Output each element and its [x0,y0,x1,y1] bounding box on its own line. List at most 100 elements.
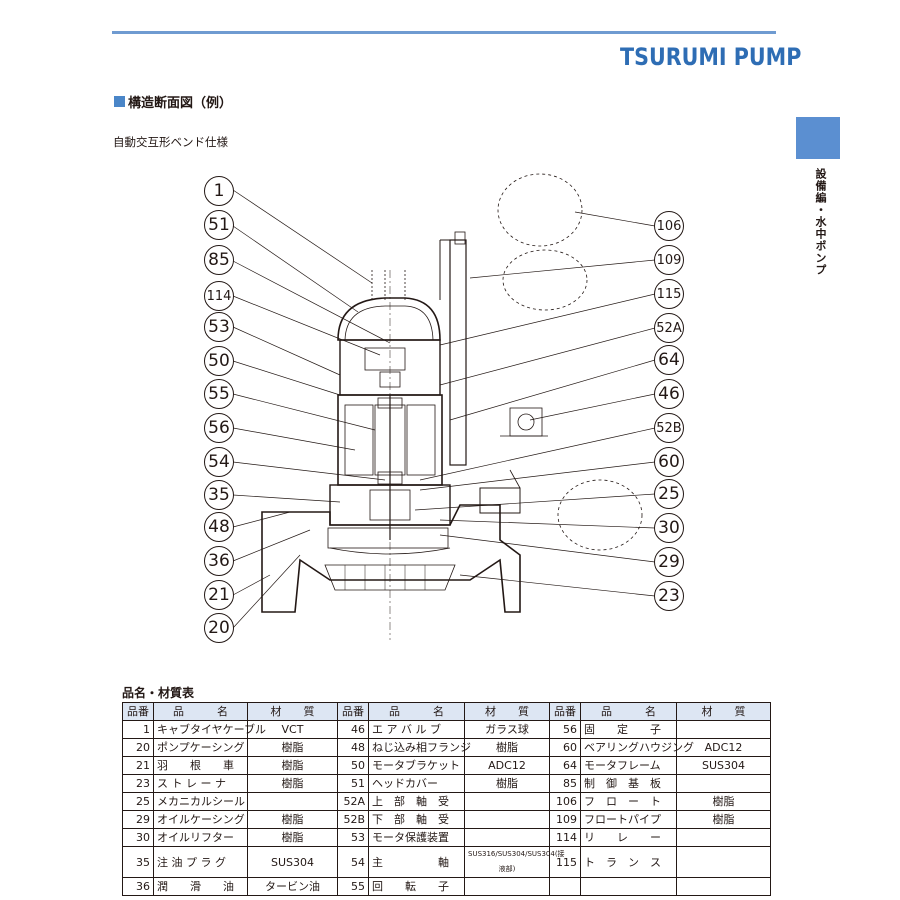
material-cell: SUS304 [676,756,771,775]
part-number-cell: 35 [122,846,154,878]
header-cell: 品番 [549,702,581,721]
callout-52a: 52A [654,313,684,343]
part-number-cell: 25 [122,792,154,811]
part-number-cell: 60 [549,738,581,757]
part-name-cell: 下 部 軸 受 [368,810,465,829]
callout-25: 25 [654,479,684,509]
callout-85: 85 [204,245,234,275]
part-number-cell: 23 [122,774,154,793]
part-number-cell: 50 [337,756,369,775]
part-name-cell: 注 油 プ ラ グ [153,846,248,878]
material-cell [464,828,550,847]
part-name-cell: ト ラ ン ス [580,846,677,878]
section-title-text: 構造断面図（例） [128,96,233,111]
part-name-cell: ス ト レ ー ナ [153,774,248,793]
part-number-cell: 85 [549,774,581,793]
material-cell: 樹脂 [464,738,550,757]
material-cell [464,792,550,811]
header-cell: 品 名 [368,702,465,721]
header-cell: 品 名 [580,702,677,721]
material-cell: 樹脂 [247,828,338,847]
leader-lines-right [414,211,656,597]
header-cell: 材 質 [464,702,550,721]
material-cell [247,792,338,811]
part-number-cell: 48 [337,738,369,757]
callout-114: 114 [204,281,234,311]
callout-46: 46 [654,379,684,409]
part-name-cell: 回 転 子 [368,877,465,896]
header-cell: 材 質 [247,702,338,721]
material-cell: ADC12 [464,756,550,775]
material-cell [676,828,771,847]
part-number-cell: 20 [122,738,154,757]
part-number-cell: 64 [549,756,581,775]
table-header-row: 品番 品 名 材 質 品番 品 名 材 質 品番 品 名 材 質 [122,702,771,721]
part-number-cell: 109 [549,810,581,829]
callout-36: 36 [204,546,234,576]
callout-51: 51 [204,210,234,240]
part-number-cell: 36 [122,877,154,896]
part-number-cell: 56 [549,720,581,739]
title-square-icon [114,96,125,107]
part-name-cell: ヘッドカバー [368,774,465,793]
material-cell [464,877,550,896]
material-cell: 樹脂 [247,756,338,775]
part-number-cell: 53 [337,828,369,847]
part-number-cell: 1 [122,720,154,739]
part-number-cell: 51 [337,774,369,793]
header-cell: 品 名 [153,702,248,721]
side-tab-label: 設備編・水中ポンプ [814,168,827,276]
callout-50: 50 [204,346,234,376]
header-cell: 品番 [122,702,154,721]
callout-64: 64 [654,345,684,375]
material-cell: 樹脂 [676,810,771,829]
material-cell: タービン油 [247,877,338,896]
leader-lines-left [232,189,391,629]
part-number-cell: 46 [337,720,369,739]
section-title: 構造断面図（例） [114,92,232,111]
callout-106: 106 [654,211,684,241]
material-cell [676,846,771,878]
material-cell: ガラス球 [464,720,550,739]
header-cell: 材 質 [676,702,771,721]
part-number-cell [549,877,581,896]
part-name-cell: オイルケーシング [153,810,248,829]
callout-53: 53 [204,312,234,342]
section-subtitle: 自動交互形ベンド仕様 [113,135,228,149]
callout-115: 115 [654,279,684,309]
material-cell [676,877,771,896]
material-cell [676,774,771,793]
header-cell: 品番 [337,702,369,721]
part-number-cell: 21 [122,756,154,775]
material-cell: 樹脂 [676,792,771,811]
callout-56: 56 [204,413,234,443]
float-ghosts [497,173,643,551]
callout-52b: 52B [654,413,684,443]
material-cell: ADC12 [676,738,771,757]
callout-54: 54 [204,447,234,477]
material-cell [676,720,771,739]
part-name-cell: モータブラケット [368,756,465,775]
callout-23: 23 [654,581,684,611]
part-name-cell [580,877,677,896]
callout-35: 35 [204,480,234,510]
part-number-cell: 106 [549,792,581,811]
part-name-cell: 潤 滑 油 [153,877,248,896]
part-name-cell: 羽 根 車 [153,756,248,775]
part-name-cell: キャブタイヤケーブル [153,720,266,739]
material-cell: 樹脂 [247,738,338,757]
material-cell: 樹脂 [247,810,338,829]
part-name-cell: リ レ ー [580,828,677,847]
part-name-cell: 上 部 軸 受 [368,792,465,811]
pump-cross-section-diagram [232,173,656,640]
callout-109: 109 [654,245,684,275]
part-name-cell: 固 定 子 [580,720,677,739]
part-name-cell: フロートパイプ [580,810,677,829]
